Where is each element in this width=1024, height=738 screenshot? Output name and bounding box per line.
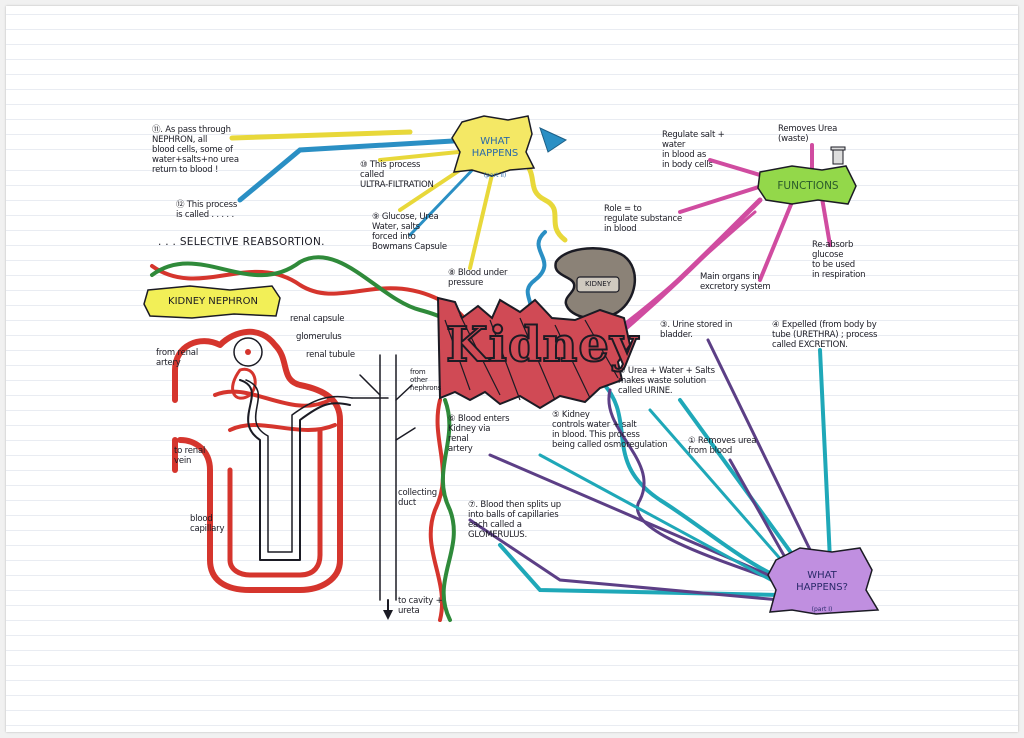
- note-8: ⑧ Blood under pressure: [448, 268, 508, 288]
- trash-icon: [830, 146, 846, 165]
- note-regulate: Regulate salt + water in blood as in bod…: [662, 130, 725, 170]
- note-11: ⑪. As pass through NEPHRON, all blood ce…: [152, 125, 239, 175]
- nephron-drawing: [172, 328, 416, 620]
- kidney-bean-label: KIDNEY: [585, 280, 611, 288]
- banner-shape: [143, 285, 281, 319]
- hub-part1-shape: [767, 547, 880, 615]
- hub-part2-label: WHAT HAPPENS: [471, 136, 519, 159]
- label-to-renal-vein: to renal vein: [174, 446, 206, 466]
- hub-part2-sub: (part II): [483, 172, 507, 179]
- note-role: Role = to regulate substance in blood: [604, 204, 683, 234]
- note-3: ③. Urine stored in bladder.: [660, 320, 733, 340]
- note-5: ⑤ Kidney controls water + salt in blood.…: [552, 410, 668, 450]
- label-renal-tubule: renal tubule: [306, 350, 355, 360]
- hub-part1: WHAT HAPPENS? (part I): [770, 558, 874, 626]
- label-blood-capillary: blood capillary: [190, 514, 225, 534]
- note-reabsorb: Re-absorb glucose to be used in respirat…: [812, 240, 866, 280]
- hub-part2-shape: [451, 115, 536, 177]
- note-12: ⑫ This process is called . . . . .: [176, 200, 238, 220]
- label-glomerulus: glomerulus: [296, 332, 342, 342]
- kidney-title-art: [436, 296, 632, 410]
- label-collecting-duct: collecting duct: [398, 488, 437, 508]
- note-4: ④ Expelled (from body by tube (URETHRA) …: [772, 320, 878, 350]
- hub-part1-sub: (part I): [811, 606, 833, 613]
- label-to-cavity-ureta: to cavity + ureta: [398, 596, 443, 616]
- glomerulus-dot: [245, 349, 251, 355]
- note-selective: . . . SELECTIVE REABSORTION.: [158, 236, 325, 248]
- label-from-other-nephrons: from other nephrons: [410, 368, 442, 392]
- hub-part1-label: WHAT HAPPENS?: [796, 570, 848, 593]
- note-main-organs: Main organs in excretory system: [700, 272, 771, 292]
- note-removes-waste: Removes Urea (waste): [778, 124, 838, 144]
- hub-functions: FUNCTIONS: [777, 180, 839, 192]
- label-from-renal-artery: from renal artery: [156, 348, 198, 368]
- note-10: ⑩ This process called ULTRA-FILTRATION: [360, 160, 434, 190]
- kidney-title: Kidney: [445, 317, 639, 373]
- note-9: ⑨ Glucose, Urea Water, salts forced into…: [372, 212, 447, 252]
- blue-arrow-head: [539, 127, 568, 153]
- hub-part2: WHAT HAPPENS (part II): [458, 124, 532, 192]
- hub-functions-shape: [757, 165, 857, 205]
- nephron-banner: KIDNEY NEPHRON: [168, 296, 258, 307]
- note-1: ① Removes urea from blood: [688, 436, 757, 456]
- note-7: ⑦. Blood then splits up into balls of ca…: [468, 500, 561, 540]
- label-renal-capsule: renal capsule: [290, 314, 345, 324]
- note-6: ⑥ Blood enters Kidney via renal artery: [448, 414, 510, 454]
- note-2: ② Urea + Water + Salts makes waste solut…: [618, 366, 715, 396]
- teal-purple-connectors: [468, 338, 832, 602]
